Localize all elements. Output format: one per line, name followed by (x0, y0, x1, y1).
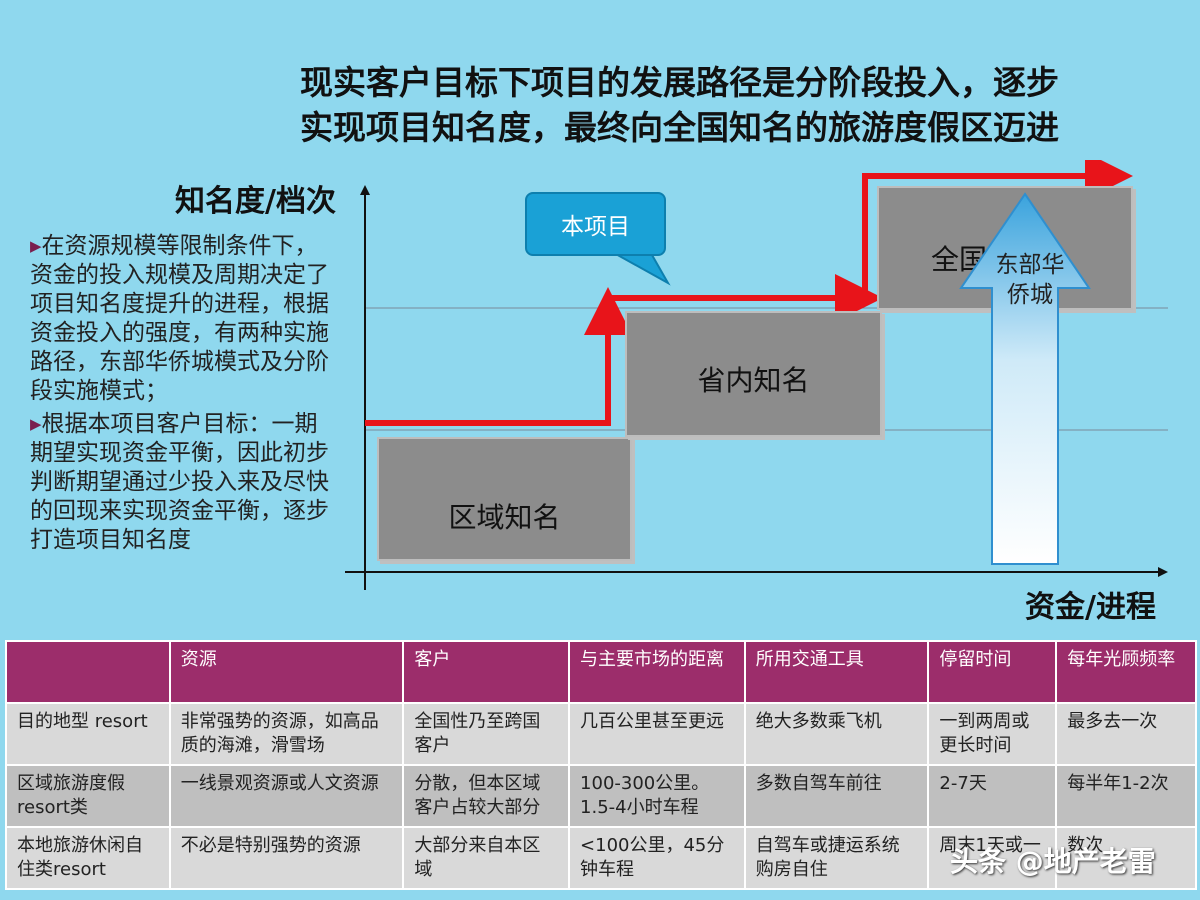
bullet-text: 在资源规模等限制条件下，资金的投入规模及周期决定了项目知名度提升的进程，根据资金… (30, 233, 329, 404)
table-cell: 每半年1-2次 (1055, 764, 1197, 828)
title-line-2: 实现项目知名度，最终向全国知名的旅游度假区迈进 (300, 108, 1059, 147)
watermark: 头条 @地产老雷 (950, 845, 1156, 878)
table-header-cell (5, 640, 171, 704)
path-arrow-stage-1 (365, 287, 632, 426)
table-header-cell: 资源 (168, 640, 405, 704)
table-cell: 一线景观资源或人文资源 (168, 764, 405, 828)
bullet-text: 根据本项目客户目标：一期期望实现资金平衡，因此初步判断期望通过少投入来及尽快的回… (30, 411, 329, 553)
bullet-item: ▶在资源规模等限制条件下，资金的投入规模及周期决定了项目知名度提升的进程，根据资… (30, 232, 335, 406)
table-row: 目的地型 resort 非常强势的资源，如高品质的海滩，滑雪场 全国性乃至跨国客… (5, 702, 1197, 766)
table-cell: 目的地型 resort (5, 702, 171, 766)
big-arrow-label: 东部华侨城 (995, 252, 1065, 308)
table-cell: 区域旅游度假resort类 (5, 764, 171, 828)
table-cell: 周末1天或一 (927, 826, 1058, 890)
table-row: 本地旅游休闲自住类resort 不必是特别强势的资源 大部分来自本区域 <100… (5, 826, 1197, 890)
growth-path-diagram (345, 160, 1168, 590)
table-header-cell: 客户 (402, 640, 571, 704)
bullet-list: ▶在资源规模等限制条件下，资金的投入规模及周期决定了项目知名度提升的进程，根据资… (30, 232, 335, 559)
table-header-row: 资源 客户 与主要市场的距离 所用交通工具 停留时间 每年光顾频率 (5, 640, 1197, 704)
table-cell: 最多去一次 (1055, 702, 1197, 766)
table-header-cell: 所用交通工具 (743, 640, 930, 704)
table-cell: 绝大多数乘飞机 (743, 702, 930, 766)
table-cell: 数次 (1055, 826, 1197, 890)
bullet-item: ▶根据本项目客户目标：一期期望实现资金平衡，因此初步判断期望通过少投入来及尽快的… (30, 410, 335, 555)
table-cell: 不必是特别强势的资源 (168, 826, 405, 890)
table-cell: 非常强势的资源，如高品质的海滩，滑雪场 (168, 702, 405, 766)
table-header-cell: 停留时间 (927, 640, 1058, 704)
level-box-regional: 区域知名 (377, 437, 632, 561)
table-header-cell: 每年光顾频率 (1055, 640, 1197, 704)
table-cell: 全国性乃至跨国客户 (402, 702, 571, 766)
path-arrow-stage-3 (862, 160, 1133, 298)
table-cell: 本地旅游休闲自住类resort (5, 826, 171, 890)
table-row: 区域旅游度假resort类 一线景观资源或人文资源 分散，但本区域客户占较大部分… (5, 764, 1197, 828)
triangle-bullet-icon: ▶ (30, 415, 42, 433)
y-axis-label: 知名度/档次 (175, 184, 336, 219)
title-line-1: 现实客户目标下项目的发展路径是分阶段投入，逐步 (300, 63, 1059, 102)
table-cell: <100公里，45分钟车程 (568, 826, 746, 890)
callout-this-project: 本项目 (525, 192, 666, 256)
big-arrow-icon (959, 192, 1091, 565)
level-box-provincial: 省内知名 (625, 311, 882, 437)
table-cell: 自驾车或捷运系统购房自住 (743, 826, 930, 890)
triangle-bullet-icon: ▶ (30, 237, 42, 255)
comparison-table: 资源 客户 与主要市场的距离 所用交通工具 停留时间 每年光顾频率 目的地型 r… (5, 640, 1197, 890)
level-label-regional: 区域知名 (448, 501, 561, 534)
table-cell: 几百公里甚至更远 (568, 702, 746, 766)
table-cell: 大部分来自本区域 (402, 826, 571, 890)
table-cell: 100-300公里。1.5-4小时车程 (568, 764, 746, 828)
level-label-provincial: 省内知名 (697, 364, 810, 397)
table-cell: 一到两周或更长时间 (927, 702, 1058, 766)
x-axis-label: 资金/进程 (1025, 590, 1156, 625)
table-header-cell: 与主要市场的距离 (568, 640, 746, 704)
table-cell: 多数自驾车前往 (743, 764, 930, 828)
table-cell: 分散，但本区域客户占较大部分 (402, 764, 571, 828)
page-title: 现实客户目标下项目的发展路径是分阶段投入，逐步 实现项目知名度，最终向全国知名的… (300, 60, 1180, 150)
table-cell: 2-7天 (927, 764, 1058, 828)
